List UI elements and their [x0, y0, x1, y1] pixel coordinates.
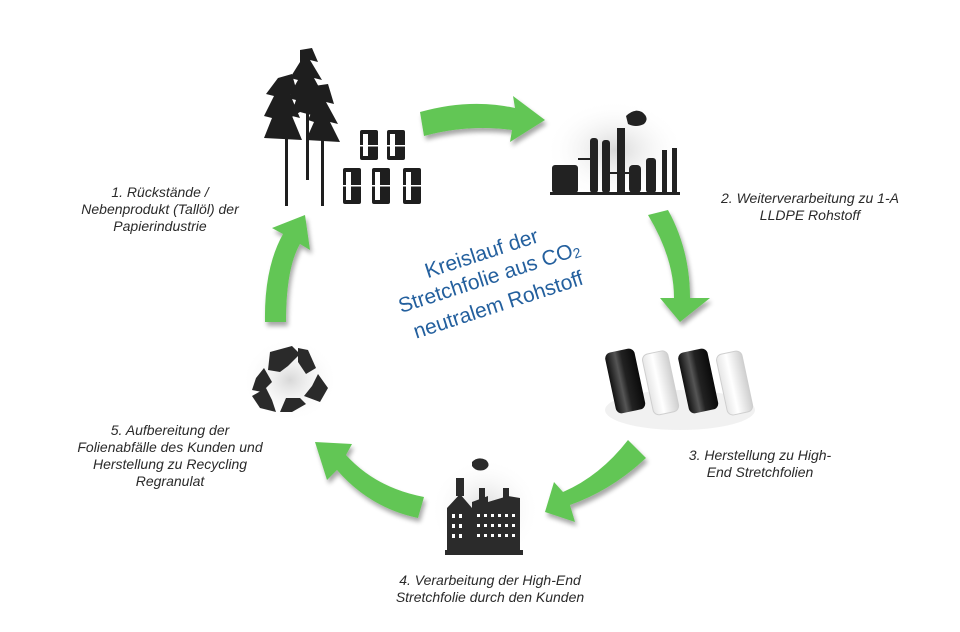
step-2-line-1: 2. Weiterverarbeitung zu 1-A: [721, 190, 899, 206]
step-5-label: 5. Aufbereitung der Folienabfälle des Ku…: [50, 422, 290, 490]
arrow-2-to-3: [648, 210, 710, 322]
step-1-line-2: Nebenprodukt (Tallöl) der: [81, 201, 239, 217]
step-3-line-1: 3. Herstellung zu High-: [688, 447, 832, 463]
step-5-line-1: 5. Aufbereitung der: [110, 422, 230, 438]
step-5-line-3: Herstellung zu Recycling: [92, 456, 248, 472]
recycle-icon: [242, 338, 338, 422]
step-2-label: 2. Weiterverarbeitung zu 1-A LLDPE Rohst…: [690, 190, 930, 224]
step-4-line-2: Stretchfolie durch den Kunden: [395, 589, 585, 605]
step-4-label: 4. Verarbeitung der High-End Stretchfoli…: [350, 572, 630, 606]
step-4-line-1: 4. Verarbeitung der High-End: [399, 572, 581, 588]
arrow-1-to-2: [420, 96, 545, 142]
step-1-line-1: 1. Rückstände /: [111, 184, 209, 200]
step-5-line-4: Regranulat: [135, 473, 205, 489]
arrow-4-to-5: [315, 442, 424, 518]
step-1-label: 1. Rückstände / Nebenprodukt (Tallöl) de…: [50, 184, 270, 235]
step-3-label: 3. Herstellung zu High- End Stretchfolie…: [665, 447, 855, 481]
arrow-5-to-1: [264, 215, 310, 322]
stretch-film-rolls-icon: [605, 348, 755, 430]
step-2-line-2: LLDPE Rohstoff: [759, 207, 861, 223]
trees-and-barrels-icon: [264, 48, 421, 206]
factory-icon: [430, 458, 540, 562]
step-3-line-2: End Stretchfolien: [706, 464, 814, 480]
step-5-line-2: Folienabfälle des Kunden und: [77, 439, 263, 455]
arrow-3-to-4: [545, 440, 646, 522]
refinery-icon: [545, 100, 685, 200]
step-1-line-3: Papierindustrie: [113, 218, 207, 234]
